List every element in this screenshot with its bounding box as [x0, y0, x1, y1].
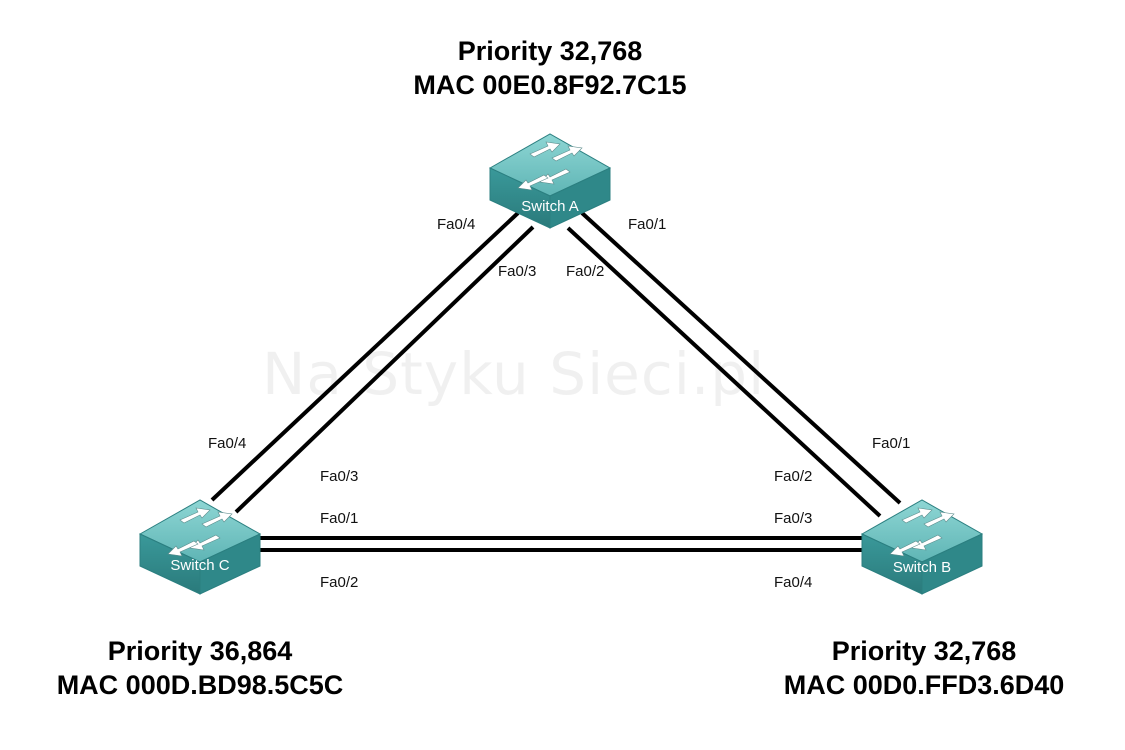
link-a-fa04-c-fa04: [210, 211, 520, 502]
link-a-c: [210, 211, 535, 514]
switch-a-priority: Priority 32,768: [457, 36, 643, 66]
switch-c-priority: Priority 36,864: [107, 636, 293, 666]
switch-b-label: Switch B: [892, 559, 952, 576]
port-b-fa04: Fa0/4: [774, 574, 813, 591]
port-c-fa01: Fa0/1: [320, 510, 359, 527]
port-b-fa03: Fa0/3: [774, 510, 813, 527]
switch-a-label: Switch A: [521, 198, 579, 215]
switch-a-info: Priority 32,768 MAC 00E0.8F92.7C15: [350, 34, 750, 102]
port-c-fa03: Fa0/3: [320, 468, 359, 485]
port-a-fa03: Fa0/3: [498, 263, 537, 280]
link-c-b: [258, 536, 865, 552]
port-a-fa01: Fa0/1: [628, 216, 667, 233]
port-b-fa02: Fa0/2: [774, 468, 813, 485]
switch-b-priority: Priority 32,768: [831, 636, 1017, 666]
watermark: Na Styku Sieci.pl: [262, 340, 766, 408]
switch-c-info: Priority 36,864 MAC 000D.BD98.5C5C: [0, 634, 400, 702]
port-c-fa04: Fa0/4: [208, 435, 247, 452]
port-c-fa02: Fa0/2: [320, 574, 359, 591]
link-a-b: [566, 211, 902, 518]
switch-c-mac: MAC 000D.BD98.5C5C: [56, 670, 344, 700]
port-b-fa01: Fa0/1: [872, 435, 911, 452]
link-a-fa01-b-fa01: [580, 211, 902, 505]
port-a-fa02: Fa0/2: [566, 263, 605, 280]
switch-a-mac: MAC 00E0.8F92.7C15: [413, 70, 687, 100]
switch-b-mac: MAC 00D0.FFD3.6D40: [783, 670, 1065, 700]
switch-c-icon: [139, 499, 261, 595]
switch-c-label: Switch C: [170, 557, 230, 574]
port-a-fa04: Fa0/4: [437, 216, 476, 233]
switch-b-info: Priority 32,768 MAC 00D0.FFD3.6D40: [724, 634, 1124, 702]
link-a-fa03-c-fa03: [234, 225, 535, 514]
link-a-fa02-b-fa02: [566, 226, 882, 518]
